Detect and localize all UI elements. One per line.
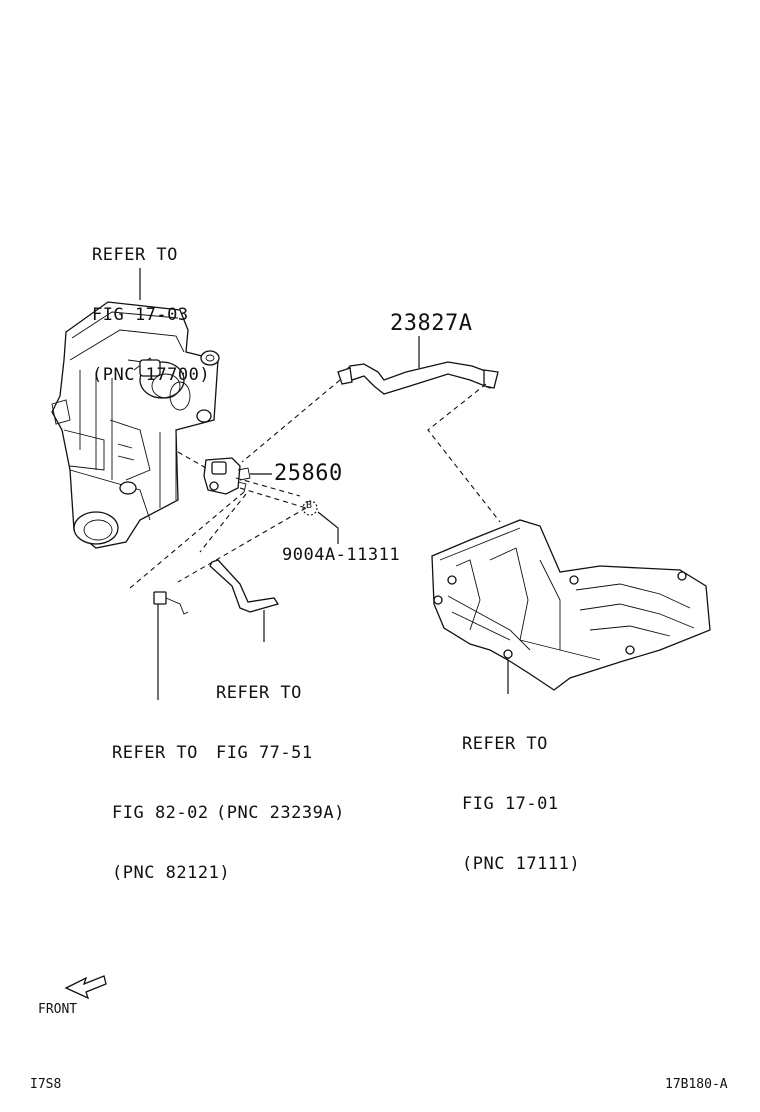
connector-callout-line3: (PNC 82121) [112, 863, 231, 883]
vsv-part-number[interactable]: 25860 [274, 461, 343, 486]
throttle-body-callout-line3: (PNC 17700) [92, 365, 211, 385]
connector-callout[interactable]: REFER TO FIG 82-02 (PNC 82121) [112, 703, 230, 903]
footer-left-code: I7S8 [30, 1077, 62, 1092]
connector[interactable] [153, 591, 189, 615]
throttle-body-callout[interactable]: REFER TO FIG 17-03 (PNC 17700) [92, 205, 210, 405]
hose-part-number[interactable]: 23827A [390, 311, 473, 336]
bolt-b-marker[interactable] [302, 500, 318, 516]
vacuum-hose-callout[interactable]: REFER TO FIG 77-51 (PNC 23239A) [216, 643, 345, 843]
manifold-callout-line3: (PNC 17111) [462, 854, 581, 874]
vsv-valve[interactable] [203, 457, 251, 495]
bolt-part-number[interactable]: 9004A-11311 [282, 545, 401, 565]
vacuum-hose-callout-line3: (PNC 23239A) [216, 803, 345, 823]
manifold-callout[interactable]: REFER TO FIG 17-01 (PNC 17111) [462, 694, 580, 894]
vacuum-hose-callout-line1: REFER TO [216, 683, 302, 703]
throttle-body-callout-line1: REFER TO [92, 245, 178, 265]
footer-right-code: 17B180-A [665, 1077, 728, 1092]
front-arrow-icon [64, 975, 107, 1000]
manifold-callout-line2: FIG 17-01 [462, 794, 559, 814]
vacuum-hose-callout-line2: FIG 77-51 [216, 743, 313, 763]
front-label: FRONT [38, 1002, 78, 1017]
throttle-body-assembly[interactable] [51, 301, 220, 549]
hose-23827a[interactable] [337, 361, 499, 395]
vacuum-hose[interactable] [209, 559, 280, 613]
connector-callout-line2: FIG 82-02 [112, 803, 209, 823]
connector-callout-line1: REFER TO [112, 743, 198, 763]
bolt-marker-letter: B [306, 500, 313, 511]
intake-manifold[interactable] [431, 519, 711, 691]
manifold-callout-line1: REFER TO [462, 734, 548, 754]
throttle-body-callout-line2: FIG 17-03 [92, 305, 189, 325]
